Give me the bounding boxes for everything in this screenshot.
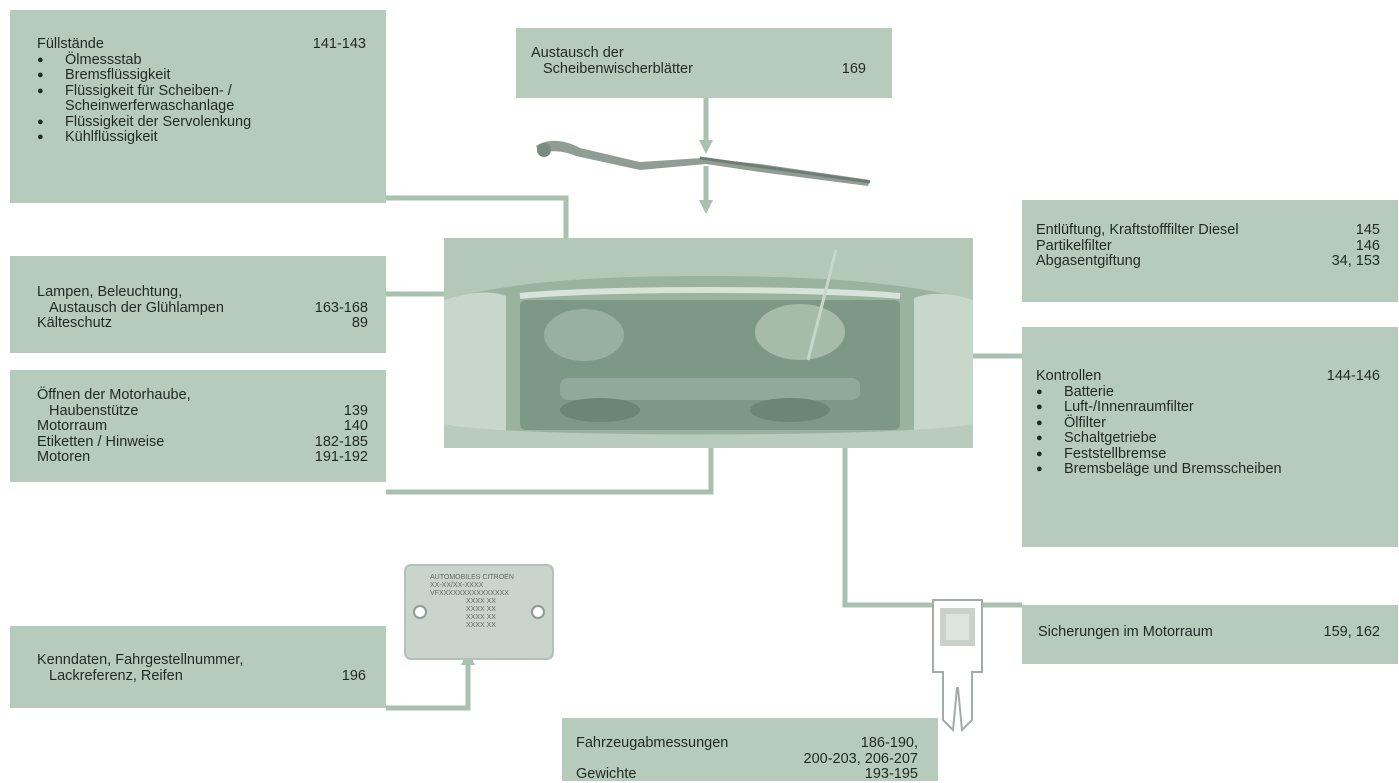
kontrollen-heading-row: Kontrollen 144-146 [1036, 368, 1380, 385]
wischer-row: Scheibenwischerblätter 169 [543, 60, 866, 77]
box-kenndaten: Kenndaten, Fahrgestellnummer, Lackrefere… [10, 626, 386, 708]
plate-line: XXXX XX [466, 614, 496, 621]
box-haube: Öffnen der Motorhaube, Haubenstütze 139 … [10, 370, 386, 482]
box-wischer: Austausch der Scheibenwischerblätter 169 [516, 28, 892, 98]
fuellstaende-pages: 141-143 [312, 36, 366, 52]
diesel-row: Abgasentgiftung 34, 153 [1036, 253, 1380, 269]
lampen-row: Austausch der Glühlampen 163-168 [49, 299, 368, 316]
list-item-continuation: Scheinwerferwaschanlage [65, 98, 235, 114]
etiketten-row: Etiketten / Hinweise 182-185 [37, 433, 368, 450]
list-item: ●Luft-/Innenraumfilter [1036, 399, 1194, 415]
motoren-row: Motoren 191-192 [37, 449, 368, 465]
plate-line: VFXXXXXXXXXXXXXXX [430, 590, 509, 597]
list-item: ●Feststellbremse [1036, 445, 1167, 462]
haube-row: Haubenstütze 139 [49, 402, 368, 419]
haube-line1: Öffnen der Motorhaube, [37, 387, 191, 403]
diesel-row: Partikelfilter 146 [1036, 237, 1380, 254]
abmessungen-row: Fahrzeugabmessungen 186-190, [576, 735, 918, 751]
box-kontrollen: Kontrollen 144-146 ●Batterie ●Luft-/Inne… [1022, 327, 1398, 547]
sicherungen-row: Sicherungen im Motorraum 159, 162 [1038, 624, 1380, 640]
list-item: ●Bremsbeläge und Bremsscheiben [1036, 461, 1282, 477]
engine-bay-illustration [444, 238, 973, 448]
list-item: ●Ölfilter [1036, 414, 1106, 431]
wiper-blade-illustration [536, 140, 871, 186]
lampen-line1: Lampen, Beleuchtung, [37, 284, 183, 300]
list-item: ●Flüssigkeit der Servolenkung [37, 113, 252, 130]
list-item: ●Bremsflüssigkeit [37, 67, 171, 83]
list-item: ●Kühlflüssigkeit [37, 129, 158, 145]
plate-line: XXXX XX [466, 622, 496, 629]
box-lampen: Lampen, Beleuchtung, Austausch der Glühl… [10, 256, 386, 353]
kontrollen-title: Kontrollen [1036, 368, 1102, 384]
box-abmessungen: Fahrzeugabmessungen 186-190, 200-203, 20… [562, 718, 938, 782]
box-fuellstaende: Füllstände 141-143 ●Ölmessstab ●Bremsflü… [10, 10, 386, 203]
plate-line: XXXX XX [466, 598, 496, 605]
kenndaten-line1: Kenndaten, Fahrgestellnummer, [37, 652, 244, 668]
kontrollen-pages: 144-146 [1326, 368, 1380, 384]
plate-line: XXXX XX [466, 606, 496, 613]
vin-plate-illustration [404, 564, 554, 660]
wischer-line1: Austausch der [531, 45, 624, 61]
list-item: ●Batterie [1036, 383, 1114, 400]
fuellstaende-title: Füllstände [37, 36, 104, 52]
plate-line: XX-XX/XX-XXXX [430, 582, 484, 589]
motorraum-row: Motorraum 140 [37, 418, 368, 434]
diesel-row: Entlüftung, Kraftstofffilter Diesel 145 [1036, 222, 1380, 238]
gewichte-row: Gewichte 193-195 [576, 766, 918, 782]
list-item: ●Schaltgetriebe [1036, 430, 1157, 446]
kenndaten-row: Lackreferenz, Reifen 196 [49, 667, 366, 684]
kaelteschutz-row: Kälteschutz 89 [37, 315, 368, 331]
box-diesel: Entlüftung, Kraftstofffilter Diesel 145 … [1022, 200, 1398, 302]
list-item: ●Ölmessstab [37, 51, 142, 68]
fuse-illustration [932, 599, 983, 733]
vin-plate-text: AUTOMOBILES CITROËN XX-XX/XX-XXXX VFXXXX… [430, 574, 548, 630]
fuellstaende-heading-row: Füllstände 141-143 [37, 36, 366, 53]
abmessungen-pages-continuation: 200-203, 206-207 [803, 750, 919, 767]
box-sicherungen: Sicherungen im Motorraum 159, 162 [1022, 605, 1398, 664]
list-item: ●Flüssigkeit für Scheiben- / [37, 82, 232, 99]
plate-line: AUTOMOBILES CITROËN [430, 574, 514, 581]
wischer-pages: 169 [841, 60, 866, 77]
